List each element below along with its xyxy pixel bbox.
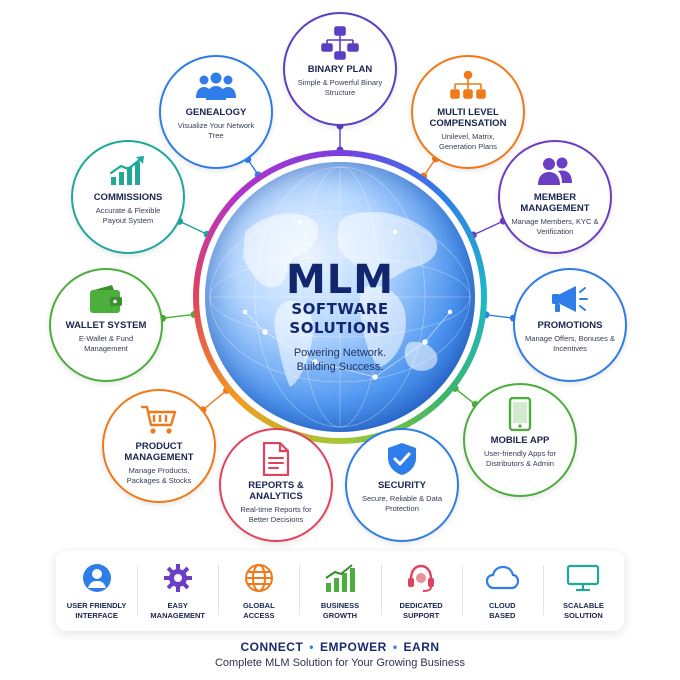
feature-description: Manage Products, Packages & Stocks: [126, 466, 192, 485]
feature-reports-analytics: REPORTS & ANALYTICS Real-time Reports fo…: [219, 428, 333, 542]
benefit-label: USER FRIENDLY INTERFACE: [66, 601, 127, 620]
benefit-user-friendly-interface: USER FRIENDLY INTERFACE: [56, 551, 137, 631]
wallet-icon: [51, 282, 161, 316]
smartphone-icon: [465, 397, 575, 431]
center-title: MLM: [285, 257, 395, 303]
center-subtitle-line1: SOFTWARE: [291, 300, 389, 318]
benefit-dedicated-support: DEDICATED SUPPORT: [380, 551, 462, 631]
monitor-icon: [543, 563, 624, 593]
center-tagline-line1: Powering Network.: [293, 347, 387, 359]
feature-security: SECURITY Secure, Reliable & Data Protect…: [345, 428, 459, 542]
feature-title: PRODUCT MANAGEMENT: [124, 441, 194, 463]
hierarchy-icon: [413, 69, 523, 103]
connector-line: [202, 389, 227, 411]
benefit-easy-management: EASY MANAGEMENT: [137, 551, 218, 631]
globe-ring: MLM SOFTWARE SOLUTIONS Powering Network.…: [193, 150, 487, 444]
connector-line: [472, 220, 504, 236]
feature-title: GENEALOGY: [185, 107, 247, 118]
connector-line: [454, 387, 476, 406]
feature-description: Unilevel, Matrix, Generation Plans: [439, 132, 497, 151]
growth-chart-icon: [73, 154, 183, 188]
globe-graphic: MLM SOFTWARE SOLUTIONS Powering Network.…: [205, 162, 475, 432]
feature-description: User-friendly Apps for Distributors & Ad…: [483, 449, 557, 468]
feature-title: COMMISSIONS: [93, 192, 163, 203]
feature-wallet-system: WALLET SYSTEM E-Wallet & Fund Management: [49, 268, 163, 382]
feature-multi-level-compensation: MULTI LEVEL COMPENSATION Unilevel, Matri…: [411, 55, 525, 169]
cloud-icon: [462, 563, 543, 593]
feature-title: REPORTS & ANALYTICS: [248, 480, 304, 502]
benefit-business-growth: BUSINESS GROWTH: [299, 551, 380, 631]
feature-title: SECURITY: [377, 480, 427, 491]
shopping-cart-icon: [104, 403, 214, 437]
feature-genealogy: GENEALOGY Visualize Your Network Tree: [159, 55, 273, 169]
headset-icon: [381, 563, 462, 593]
benefit-label: BUSINESS GROWTH: [320, 601, 360, 620]
benefit-label: SCALABLE SOLUTION: [562, 601, 604, 620]
feature-commissions: COMMISSIONS Accurate & Flexible Payout S…: [71, 140, 185, 254]
benefit-label: GLOBAL ACCESS: [243, 601, 275, 620]
feature-title: MULTI LEVEL COMPENSATION: [429, 107, 507, 129]
feature-description: Visualize Your Network Tree: [177, 121, 255, 140]
feature-title: MOBILE APP: [490, 435, 550, 446]
benefit-scalable-solution: SCALABLE SOLUTION: [542, 551, 624, 631]
feature-title: BINARY PLAN: [307, 64, 373, 75]
feature-title: PROMOTIONS: [537, 320, 603, 331]
feature-description: Manage Members, KYC & Verification: [511, 217, 599, 236]
center-tagline-line2: Building Success.: [296, 361, 384, 373]
feature-description: Secure, Reliable & Data Protection: [361, 494, 443, 513]
globe-map-icon: [209, 166, 471, 428]
slogan-word-earn: EARN: [403, 640, 440, 654]
benefit-global-access: GLOBAL ACCESS: [218, 551, 299, 631]
megaphone-icon: [515, 282, 625, 316]
user-circle-icon: [56, 563, 137, 593]
benefits-bar: USER FRIENDLY INTERFACE: [56, 551, 624, 631]
footer-subtitle: Complete MLM Solution for Your Growing B…: [214, 657, 466, 669]
benefit-label: EASY MANAGEMENT: [150, 601, 205, 620]
benefit-cloud-based: CLOUD BASED: [461, 551, 543, 631]
benefit-label: CLOUD BASED: [488, 601, 516, 620]
globe-icon: [218, 563, 299, 593]
feature-description: Real-time Reports for Better Decisions: [240, 505, 312, 524]
feature-binary-plan: BINARY PLAN Simple & Powerful Binary Str…: [283, 12, 397, 126]
shield-check-icon: [347, 442, 457, 476]
document-report-icon: [221, 442, 331, 476]
connector-line: [485, 314, 514, 319]
users-icon: [500, 154, 610, 188]
feature-promotions: PROMOTIONS Manage Offers, Bonuses & Ince…: [513, 268, 627, 382]
slogan-word-connect: CONNECT: [240, 640, 304, 654]
benefit-label: DEDICATED SUPPORT: [399, 601, 443, 620]
feature-description: Accurate & Flexible Payout System: [95, 206, 161, 225]
gear-icon: [137, 563, 218, 593]
group-icon: [161, 69, 271, 103]
feature-description: Simple & Powerful Binary Structure: [297, 78, 383, 97]
slogan-word-empower: EMPOWER: [319, 640, 387, 654]
feature-member-management: MEMBER MANAGEMENT Manage Members, KYC & …: [498, 140, 612, 254]
bar-growth-icon: [299, 563, 380, 593]
binary-tree-icon: [285, 26, 395, 60]
center-subtitle-line2: SOLUTIONS: [289, 319, 391, 337]
feature-title: MEMBER MANAGEMENT: [520, 192, 590, 214]
feature-description: Manage Offers, Bonuses & Incentives: [525, 334, 615, 353]
feature-product-management: PRODUCT MANAGEMENT Manage Products, Pack…: [102, 389, 216, 503]
connector-line: [179, 220, 208, 235]
feature-title: WALLET SYSTEM: [65, 320, 147, 331]
footer-slogan: CONNECT•EMPOWER•EARN: [240, 640, 440, 654]
feature-mobile-app: MOBILE APP User-friendly Apps for Distri…: [463, 383, 577, 497]
connector-line: [162, 313, 195, 319]
feature-description: E-Wallet & Fund Management: [78, 334, 134, 353]
